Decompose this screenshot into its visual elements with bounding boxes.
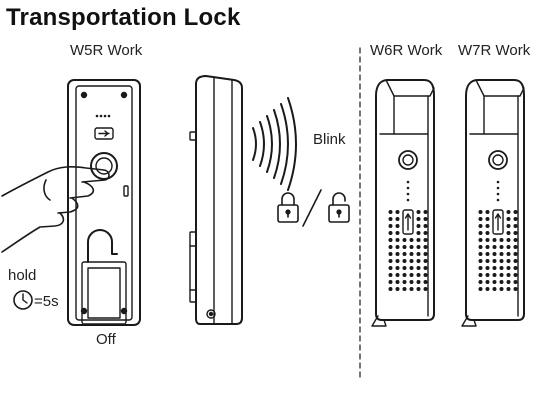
w7r-label: W7R Work bbox=[458, 42, 531, 59]
hook-icon bbox=[87, 229, 118, 263]
side-view-device bbox=[189, 75, 243, 325]
w7r-device bbox=[461, 79, 525, 327]
w7r-speaker-grille bbox=[478, 210, 518, 291]
signal-waves-icon bbox=[252, 97, 297, 191]
w6r-usb-port-icon bbox=[402, 209, 414, 235]
hold-label: hold bbox=[8, 267, 37, 284]
w6r-label: W6R Work bbox=[370, 42, 443, 59]
indicator-dots bbox=[95, 114, 111, 118]
w7r-usb-port-icon bbox=[492, 209, 504, 235]
clock-icon bbox=[13, 290, 33, 310]
w7r-fingerprint-icon bbox=[488, 150, 508, 170]
w6r-speaker-grille bbox=[388, 210, 428, 291]
page-title: Transportation Lock bbox=[6, 4, 241, 31]
fingerprint-button-icon bbox=[90, 152, 118, 180]
slash-divider bbox=[302, 189, 322, 227]
duration-label: =5s bbox=[34, 293, 59, 310]
w5r-device bbox=[67, 79, 141, 326]
w5r-label: W5R Work bbox=[70, 42, 143, 59]
lock-open-icon bbox=[328, 192, 350, 223]
lock-closed-icon bbox=[277, 192, 299, 223]
w6r-device bbox=[371, 79, 435, 327]
usb-port-icon bbox=[94, 127, 114, 140]
off-label: Off bbox=[96, 331, 116, 348]
w6r-fingerprint-icon bbox=[398, 150, 418, 170]
blink-label: Blink bbox=[313, 131, 346, 148]
hand-icon bbox=[1, 166, 110, 253]
